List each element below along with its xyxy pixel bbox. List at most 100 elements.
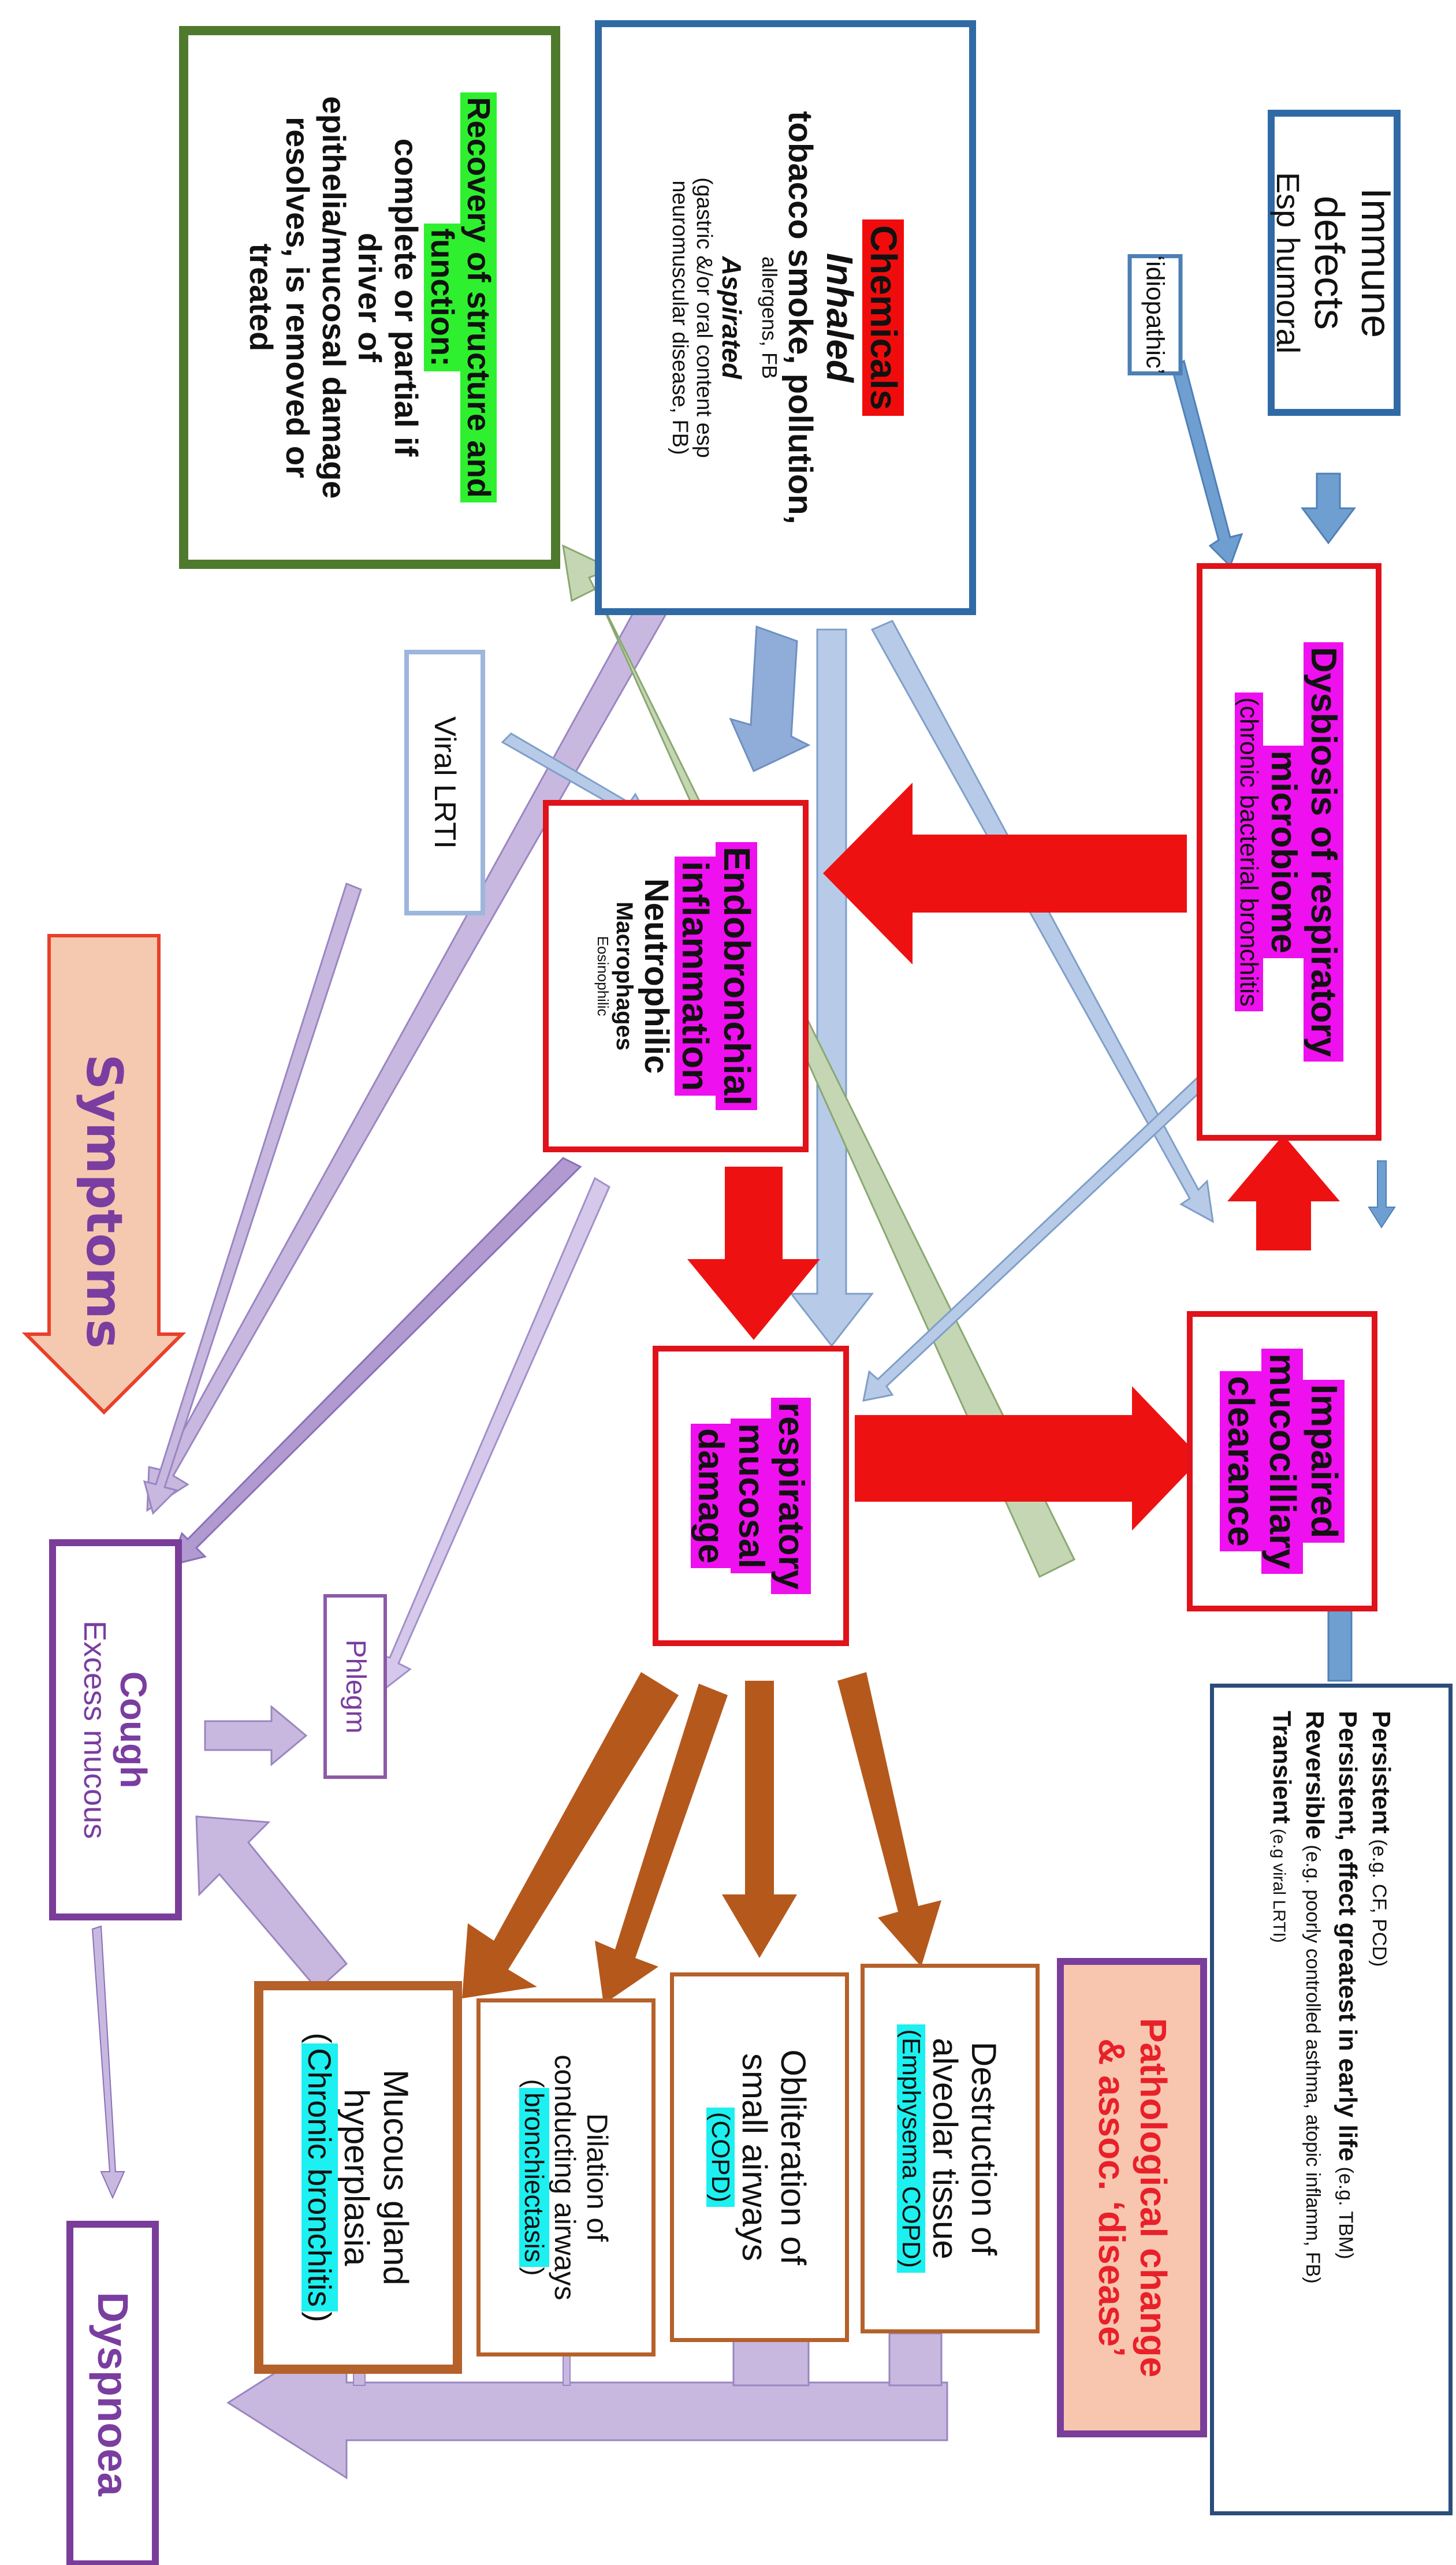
dilation-tag: bronchiectasis: [519, 2087, 549, 2268]
destruction-line-2: alveolar tissue: [925, 2038, 965, 2259]
connector-obliteration: [732, 2332, 810, 2387]
arrow-mucosal-to-destruction: [837, 1672, 941, 1967]
idiopathic-label: ‘idiopathic’: [1141, 255, 1170, 374]
cough-box: Cough Excess mucous: [49, 1539, 182, 1920]
impaired-clearance-box: Impaired mucocilliary clearance: [1187, 1311, 1377, 1611]
recovery-box: Recovery of structure and function: comp…: [179, 26, 560, 569]
mucosal-line-1: respiratory: [770, 1398, 811, 1594]
arrow-endo-to-mucosal: [687, 1167, 820, 1340]
arrow-dysbiosis-to-mucosal: [862, 1067, 1217, 1402]
aspirated-label: Aspirated: [717, 256, 747, 379]
persistence-line-2: Persistent, effect greatest in early lif…: [1334, 1711, 1362, 2259]
arrow-mucosal-to-dilation: [595, 1684, 728, 2004]
recovery-line-2: driver of: [352, 232, 389, 363]
endobronchial-line-5: Eosinophilic: [594, 936, 612, 1017]
dilation-line-2: conducting airways: [548, 2054, 581, 2300]
recovery-line-3: epithelia/mucosal damage: [315, 96, 352, 499]
mucous-gland-box: Mucous gland hyperplasia (Chronic bronch…: [254, 1981, 462, 2374]
endobronchial-box: Endobronchial inflammation Neutrophilic …: [543, 800, 809, 1152]
arrow-endo-to-cough-1: [169, 1157, 582, 1567]
phlegm-box: Phlegm: [323, 1594, 387, 1779]
mucous-gland-tag: Chronic bronchitis: [301, 2043, 338, 2312]
aspirated-line2: neuromuscular disease, FB): [667, 180, 692, 455]
impaired-line-2: mucocilliary: [1261, 1349, 1304, 1574]
pathological-change-box: Pathological change & assoc. ‘disease’: [1057, 1958, 1207, 2437]
mucous-gland-tag-open: (: [301, 2032, 338, 2043]
destruction-tag: (Emphysema COPD): [897, 2024, 926, 2273]
arrow-chemicals-to-endo: [729, 625, 811, 773]
dyspnoea-box: Dyspnoea: [66, 2221, 159, 2565]
dilation-box: Dilation of conducting airways (bronchie…: [476, 1998, 656, 2356]
obliteration-line-2: small airways: [735, 2053, 774, 2262]
chemicals-box: Chemicals Inhaled tobacco smoke, polluti…: [595, 20, 976, 615]
mucous-gland-line-1: Mucous gland: [376, 2069, 415, 2285]
arrow-mucosal-to-obliteration: [722, 1681, 797, 1958]
arrow-mucosal-to-mucousgland: [462, 1672, 679, 1998]
arrow-impaired-to-dysbiosis: [1227, 1135, 1340, 1250]
mucosal-damage-box: respiratory mucosal damage: [653, 1346, 849, 1646]
dilation-tag-open: (: [519, 2079, 549, 2088]
arrow-cough-to-dyspnoea: [91, 1925, 125, 2199]
arrow-pathology-to-cough: [195, 1815, 348, 1991]
recovery-line-1: complete or partial if: [388, 138, 425, 457]
symptoms-arrow: [21, 934, 187, 1415]
arrow-dysbiosis-to-endo: [823, 783, 1187, 965]
immune-defects-title: Immune defects: [1306, 187, 1399, 338]
endobronchial-line-3: Neutrophilic: [637, 878, 675, 1074]
recovery-title-2: function:: [424, 224, 461, 371]
dilation-tag-line: (bronchiectasis): [519, 2079, 549, 2276]
immune-defects-box: Immune defects Esp humoral: [1268, 110, 1401, 416]
arrow-viral-to-cough: [143, 883, 362, 1515]
endobronchial-line-2: inflammation: [674, 856, 716, 1096]
viral-lrti-box: Viral LRTI: [404, 650, 485, 915]
persistence-line-1: Persistent (e.g. CF, PCD): [1366, 1711, 1395, 1967]
persistence-line-3: Reversible (e.g. poorly controlled asthm…: [1301, 1711, 1329, 2284]
viral-lrti-label: Viral LRTI: [428, 716, 462, 849]
dysbiosis-line-1: Dysbiosis of respiratory: [1303, 642, 1344, 1062]
inhaled-main: tobacco smoke, pollution,: [781, 111, 820, 524]
arrow-chemicals-to-impaired: [870, 620, 1214, 1223]
pathological-line-2: & assoc. ‘disease’: [1091, 2038, 1133, 2357]
mucosal-line-2: mucosal: [731, 1419, 771, 1573]
obliteration-tag: (COPD): [706, 2107, 735, 2207]
impaired-line-1: Impaired: [1302, 1379, 1345, 1543]
arrow-chemicals-to-mucosal: [789, 628, 874, 1347]
persistence-line-4-bold: Transient: [1267, 1711, 1296, 1824]
arrow-idiopathic-to-dysbiosis: [1171, 359, 1243, 568]
chemicals-title: Chemicals: [862, 219, 904, 416]
dysbiosis-line-2: microbiome: [1263, 746, 1304, 958]
cough-title: Cough: [113, 1671, 155, 1789]
arrow-endo-to-cough-2: [377, 1177, 610, 1691]
recovery-title-1: Recovery of structure and: [460, 92, 497, 502]
mucous-gland-line-2: hyperplasia: [337, 2089, 377, 2266]
arrow-cough-to-phlegm: [204, 1704, 308, 1767]
persistence-box: Persistent (e.g. CF, PCD) Persistent, ef…: [1210, 1684, 1453, 2515]
destruction-box: Destruction of alveolar tissue (Emphysem…: [861, 1964, 1040, 2333]
persistence-line-1-bold: Persistent: [1366, 1711, 1395, 1834]
destruction-line-1: Destruction of: [964, 2041, 1003, 2256]
arrow-immune-to-dysbiosis: [1301, 472, 1356, 545]
idiopathic-box: ‘idiopathic’: [1127, 254, 1183, 375]
inhaled-label: Inhaled: [818, 252, 861, 383]
persistence-line-4-rest: (e.g viral LRTI): [1269, 1823, 1289, 1943]
mucous-gland-tag-line: (Chronic bronchitis): [301, 2032, 338, 2322]
arrow-mucosal-to-impaired: [855, 1386, 1201, 1531]
mucous-gland-tag-close: ): [301, 2311, 338, 2322]
mucosal-line-3: damage: [690, 1423, 731, 1569]
arrow-dysbiosis-to-impaired-small: [1368, 1160, 1396, 1228]
pathological-line-1: Pathological change: [1132, 2017, 1174, 2378]
impaired-line-3: clearance: [1220, 1371, 1262, 1551]
persistence-line-2-rest: (e.g. TBM): [1335, 2161, 1357, 2259]
obliteration-box: Obliteration of small airways (COPD): [670, 1972, 849, 2342]
inhaled-extra: allergens, FB: [758, 256, 782, 379]
recovery-line-5: treated: [243, 243, 280, 352]
persistence-line-3-bold: Reversible: [1301, 1711, 1329, 1840]
aspirated-line1: (gastric &/or oral content esp: [692, 177, 717, 458]
dyspnoea-label: Dyspnoea: [89, 2292, 137, 2496]
persistence-line-3-rest: (e.g. poorly controlled asthma, atopic i…: [1302, 1839, 1324, 2284]
phlegm-label: Phlegm: [340, 1639, 371, 1734]
dysbiosis-line-3: (chronic bacterial bronchitis: [1234, 693, 1264, 1011]
symptoms-label: Symptoms: [75, 1053, 133, 1349]
immune-defects-subtitle: Esp humoral: [1269, 172, 1306, 354]
